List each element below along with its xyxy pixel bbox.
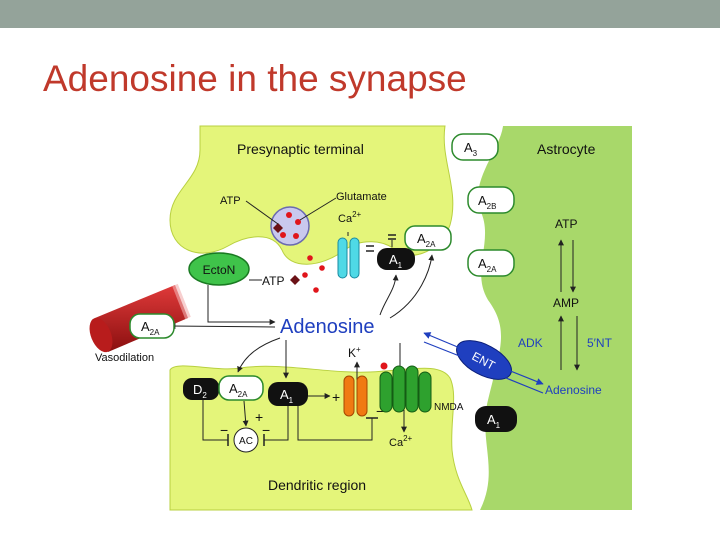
atp-vesicle-label: ATP: [220, 195, 241, 207]
plus-k: +: [332, 389, 340, 405]
svg-text:A2A: A2A: [417, 231, 436, 249]
svg-text:A1: A1: [389, 252, 403, 270]
astro-adenosine-label: Adenosine: [545, 383, 602, 397]
ca-top-label: Ca2+: [338, 210, 362, 225]
svg-text:A1: A1: [487, 412, 501, 430]
minus-nmda: −: [376, 403, 384, 419]
ent-transporter: ENT: [456, 340, 512, 380]
adenosine-central: Adenosine: [280, 316, 375, 338]
dendritic-label: Dendritic region: [268, 477, 366, 493]
minus-d2: −: [220, 422, 228, 438]
ecton-enzyme: EctoN: [188, 252, 250, 286]
a1-pre-receptor: A1: [377, 248, 415, 270]
astro-atp-label: ATP: [555, 217, 577, 231]
presynaptic-terminal: [169, 125, 454, 265]
glutamate-dots: [302, 255, 325, 293]
svg-text:A3: A3: [464, 140, 478, 158]
vesicle: [270, 206, 310, 246]
a1-astro-receptor: A1: [475, 406, 517, 432]
a2a-post-receptor: A2A: [218, 375, 264, 401]
presynaptic-label: Presynaptic terminal: [237, 141, 364, 157]
k-channel: [343, 375, 368, 417]
svg-text:A1: A1: [280, 387, 294, 405]
ac-enzyme: AC: [233, 427, 259, 453]
nmda-channel: [379, 362, 432, 413]
svg-text:A2A: A2A: [229, 381, 248, 399]
atp-small-label: ATP: [262, 274, 284, 288]
glutamate-label: Glutamate: [336, 191, 387, 203]
a2a-pre-receptor: A2A: [404, 225, 452, 251]
svg-text:A2A: A2A: [141, 319, 160, 337]
svg-text:AC: AC: [239, 436, 253, 447]
ca-channel-top: [337, 237, 360, 279]
top-bar: [0, 0, 720, 28]
slide-title: Adenosine in the synapse: [43, 58, 467, 99]
a2a-vessel-receptor: A2A: [129, 313, 175, 339]
svg-text:D2: D2: [193, 382, 207, 400]
ca-bottom-label: Ca2+: [389, 434, 413, 449]
adk-label: ADK: [518, 336, 543, 350]
d2-receptor: D2: [183, 378, 219, 400]
minus-a1: −: [262, 422, 270, 438]
a3-receptor: A3: [451, 133, 499, 161]
vasodilation-label: Vasodilation: [95, 352, 154, 364]
svg-text:EctoN: EctoN: [203, 263, 236, 277]
svg-text:A2B: A2B: [478, 193, 496, 211]
a2b-receptor: A2B: [467, 186, 515, 214]
a2a-astro-receptor: A2A: [467, 249, 515, 277]
astrocyte-label: Astrocyte: [537, 141, 596, 157]
plus-ac: +: [255, 409, 263, 425]
five-nt-label: 5′NT: [587, 336, 613, 350]
nmda-label: NMDA: [434, 402, 464, 413]
a1-post-receptor: A1: [268, 382, 308, 406]
svg-text:A2A: A2A: [478, 256, 497, 274]
k-label: K+: [348, 345, 361, 360]
astrocyte-region: [477, 126, 632, 510]
astro-amp-label: AMP: [553, 296, 579, 310]
